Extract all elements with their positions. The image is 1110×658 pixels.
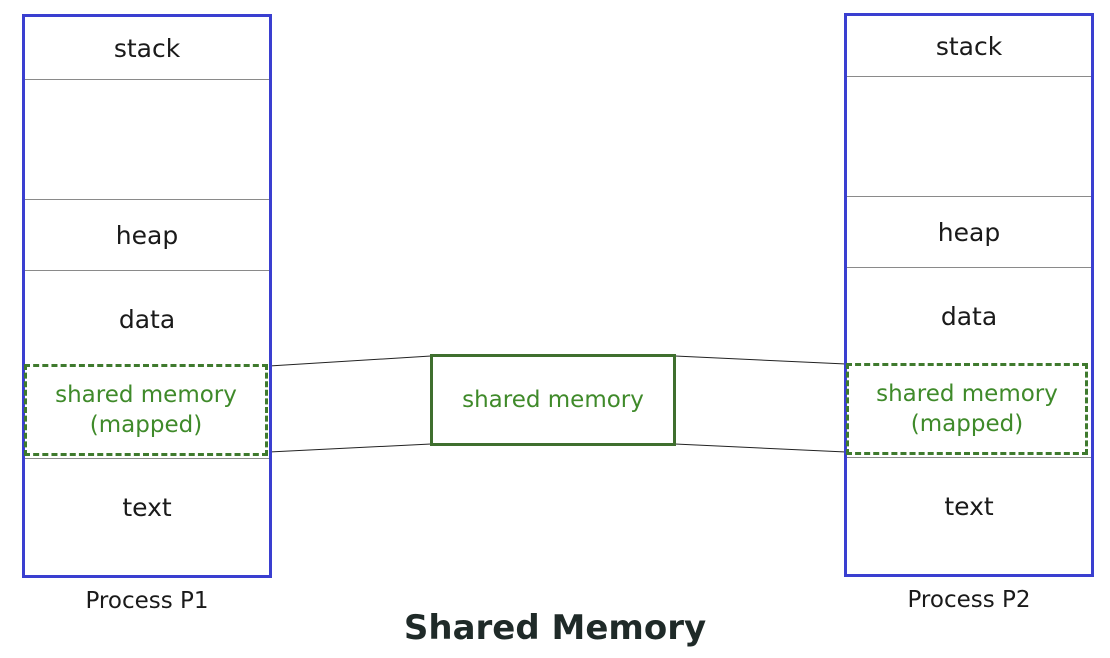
p2-shared-line2: (mapped) [910,411,1024,437]
p2-text-label: text [944,491,994,521]
p2-stack-label: stack [935,31,1003,61]
p1-shared-memory-mapped: shared memory (mapped) [24,364,268,456]
p2-divider-heap-top [847,196,1091,197]
p1-data-segment: data [25,271,269,367]
p1-stack-label: stack [113,33,181,63]
p2-map-line-top [674,355,847,365]
process-p2-box: stack heap data text [844,13,1094,577]
shared-memory-block-label: shared memory [462,387,644,413]
p2-data-label: data [940,301,998,331]
p1-shared-line1: shared memory [55,382,237,408]
process-p1-box: stack heap data text [22,14,272,578]
p1-heap-segment: heap [25,200,269,270]
p1-map-line-top [268,355,432,367]
process-p1-label: Process P1 [85,588,209,614]
p1-divider-stack [25,79,269,80]
p2-shared-memory-mapped: shared memory (mapped) [846,363,1088,455]
p1-shared-line2: (mapped) [89,412,203,438]
p1-divider-data [25,270,269,271]
shared-memory-block: shared memory [430,354,676,446]
p2-heap-label: heap [937,217,1001,247]
p1-stack-segment: stack [25,17,269,79]
p2-text-segment: text [847,458,1091,554]
p1-data-label: data [118,304,176,334]
diagram-title: Shared Memory [403,608,707,648]
p2-stack-segment: stack [847,16,1091,76]
p2-map-line-bottom [674,443,847,453]
p2-divider-stack [847,76,1091,77]
p2-shared-line1: shared memory [876,381,1058,407]
p1-heap-label: heap [115,220,179,250]
p2-heap-segment: heap [847,197,1091,267]
p1-text-segment: text [25,459,269,555]
p1-divider-heap-top [25,199,269,200]
p1-text-label: text [122,492,172,522]
process-p2-label: Process P2 [907,587,1031,613]
p2-data-segment: data [847,268,1091,364]
p2-divider-data [847,267,1091,268]
p1-divider-text [25,458,269,459]
p2-divider-text [847,457,1091,458]
p1-map-line-bottom [268,443,432,453]
